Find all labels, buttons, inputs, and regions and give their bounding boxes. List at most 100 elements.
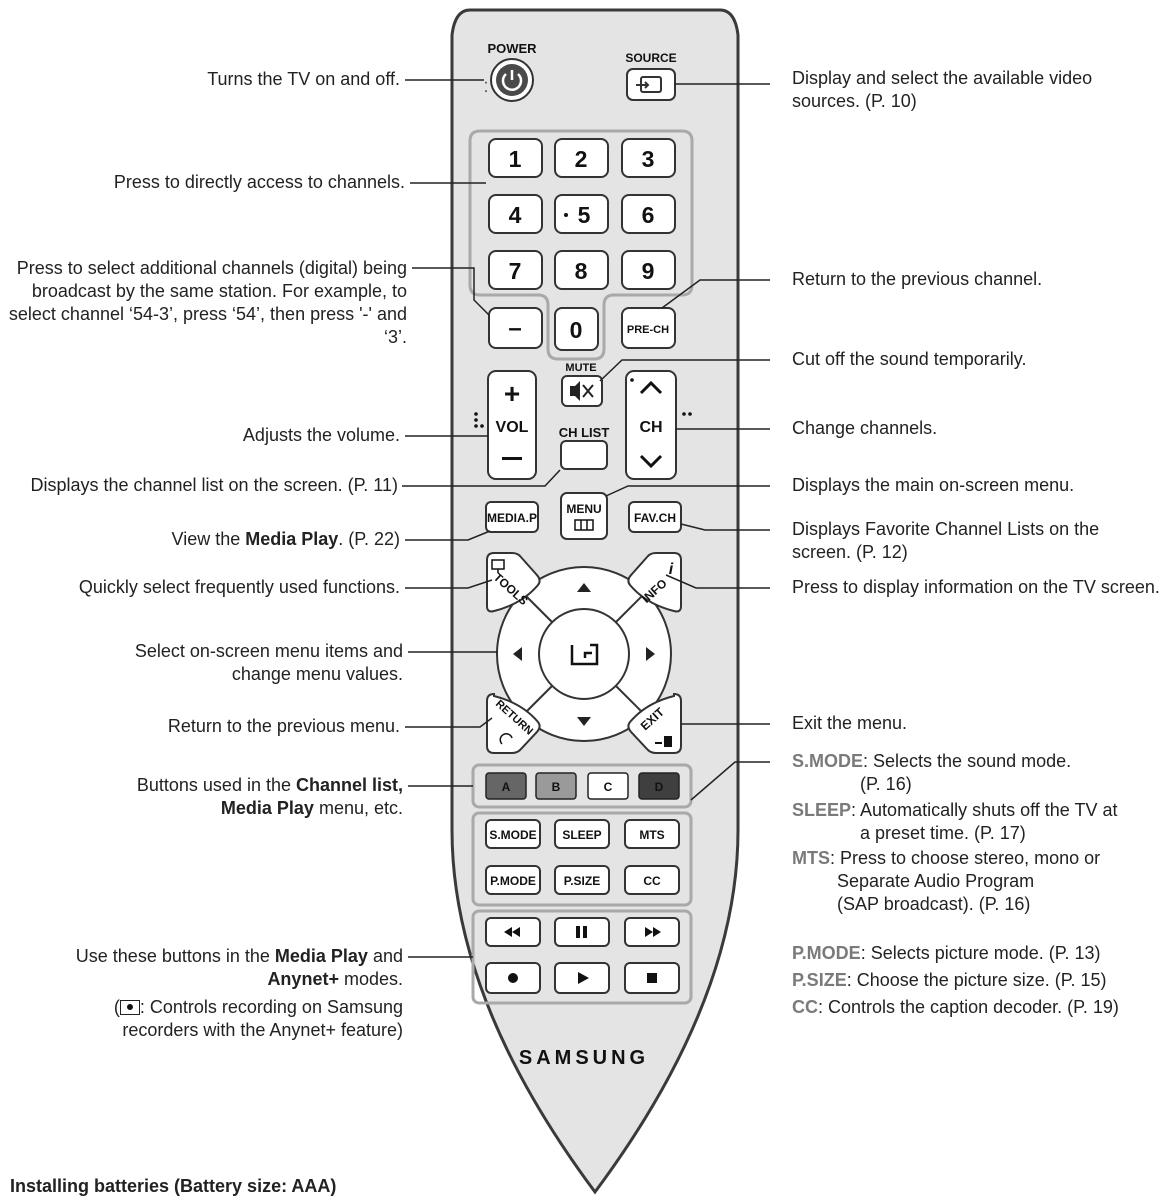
- label-numbers: Press to directly access to channels.: [40, 171, 405, 194]
- pause-icon: [576, 926, 587, 938]
- play-button[interactable]: [554, 962, 610, 994]
- prech-button[interactable]: PRE-CH: [621, 307, 676, 349]
- dpad-sectors: [522, 592, 646, 716]
- label-volume: Adjusts the volume.: [100, 424, 400, 447]
- digit-button-9[interactable]: 9: [621, 250, 676, 290]
- digit-button-7[interactable]: 7: [488, 250, 543, 290]
- label-power: Turns the TV on and off.: [60, 68, 400, 91]
- label-text: : Selects picture mode. (P. 13): [860, 943, 1101, 963]
- pause-button[interactable]: [554, 917, 610, 947]
- label-text: . (P. 22): [338, 529, 400, 549]
- brand-logo: SAMSUNG: [519, 1047, 649, 1069]
- sleep-button[interactable]: SLEEP: [554, 819, 610, 849]
- chlist-button[interactable]: [560, 440, 608, 470]
- tools-icon: [491, 559, 505, 573]
- stop-icon: [647, 973, 657, 983]
- label-favch: Displays Favorite Channel Lists on the s…: [792, 518, 1162, 564]
- favch-label: FAV.CH: [634, 511, 676, 525]
- label-bold: Media Play: [220, 798, 314, 818]
- label-source: Display and select the available video s…: [792, 67, 1162, 113]
- record-glyph-icon: [119, 1000, 140, 1015]
- digit-button-3[interactable]: 3: [621, 138, 676, 178]
- function-label: P.MODE: [490, 874, 536, 888]
- mts-button[interactable]: MTS: [624, 819, 680, 849]
- label-mute: Cut off the sound temporarily.: [792, 348, 1162, 371]
- color-button-b[interactable]: B: [535, 772, 577, 800]
- label-text: Adjusts the volume.: [242, 425, 400, 445]
- label-text: modes.: [338, 969, 403, 989]
- digit-label: 0: [570, 317, 583, 343]
- label-bold: Media Play: [274, 946, 368, 966]
- label-return: Return to the previous menu.: [80, 715, 400, 738]
- right-arrow-icon[interactable]: [646, 647, 655, 661]
- color-button-d[interactable]: D: [638, 772, 680, 800]
- digit-button-6[interactable]: 6: [621, 194, 676, 234]
- mute-icon: [570, 381, 594, 401]
- function-label: P.SIZE: [564, 874, 600, 888]
- digit-button-8[interactable]: 8: [554, 250, 609, 290]
- label-text: menu, etc.: [313, 798, 403, 818]
- label-text: Exit the menu.: [792, 713, 908, 733]
- label-color: Buttons used in the Channel list,Media P…: [100, 774, 403, 820]
- function-label: SLEEP: [562, 828, 601, 842]
- up-arrow-icon[interactable]: [577, 583, 591, 592]
- label-bold: Media Play: [245, 529, 339, 549]
- label-text: Return to the previous menu.: [167, 716, 400, 736]
- digit-button-4[interactable]: 4: [488, 194, 543, 234]
- digit-button-5[interactable]: 5: [554, 194, 609, 234]
- label-text: Cut off the sound temporarily.: [792, 349, 1027, 369]
- label-ch: Change channels.: [792, 417, 1162, 440]
- label-key: SLEEP: [792, 800, 852, 820]
- label-mts-detail: Separate Audio Program (SAP broadcast). …: [837, 870, 1047, 916]
- digit-button-0[interactable]: 0: [554, 307, 599, 351]
- pmode-button[interactable]: P.MODE: [485, 865, 541, 895]
- record-button[interactable]: [485, 962, 541, 994]
- label-text: : Automatically shuts off the TV at: [851, 800, 1118, 820]
- label-cc: CC: Controls the caption decoder. (P. 19…: [792, 996, 1166, 1019]
- label-text: Displays Favorite Channel Lists on the s…: [792, 519, 1100, 562]
- label-key: P.MODE: [792, 943, 861, 963]
- channel-rocker[interactable]: [625, 370, 677, 480]
- label-tools: Quickly select frequently used functions…: [20, 576, 400, 599]
- label-text: Select on-screen menu items and change m…: [134, 641, 403, 684]
- info-button[interactable]: [627, 552, 682, 613]
- favch-button[interactable]: FAV.CH: [628, 501, 682, 533]
- down-arrow-icon[interactable]: [577, 717, 591, 726]
- label-dash: Press to select additional channels (dig…: [5, 257, 407, 349]
- label-info: Press to display information on the TV s…: [792, 576, 1162, 599]
- volume-rocker[interactable]: [487, 370, 537, 480]
- digit-button-1[interactable]: 1: [488, 138, 543, 178]
- label-text: Separate Audio Program (SAP broadcast). …: [837, 871, 1035, 914]
- source-button[interactable]: [626, 68, 676, 101]
- source-icon: [636, 76, 662, 93]
- fastforward-icon: [645, 927, 661, 937]
- tools-button[interactable]: [486, 552, 541, 613]
- smode-button[interactable]: S.MODE: [485, 819, 541, 849]
- color-button-a[interactable]: A: [485, 772, 527, 800]
- prech-label: PRE-CH: [627, 324, 669, 336]
- menu-button[interactable]: MENU: [560, 492, 608, 540]
- leader-lines-right: [599, 83, 770, 801]
- label-mts: MTS: Press to choose stereo, mono or: [792, 847, 1166, 870]
- ch-tactile-dots: [682, 412, 692, 416]
- dash-button[interactable]: –: [488, 307, 543, 349]
- label-menu: Displays the main on-screen menu.: [792, 474, 1162, 497]
- function-label: CC: [643, 874, 661, 888]
- digit-label: 4: [509, 202, 522, 228]
- label-text: Press to display information on the TV s…: [792, 577, 1160, 597]
- mute-button[interactable]: [561, 375, 603, 407]
- cc-button[interactable]: CC: [624, 865, 680, 895]
- mediap-label: MEDIA.P: [487, 511, 537, 525]
- vol-label: VOL: [496, 419, 529, 436]
- left-arrow-icon[interactable]: [513, 647, 522, 661]
- psize-button[interactable]: P.SIZE: [554, 865, 610, 895]
- color-button-c[interactable]: C: [587, 772, 629, 800]
- digit-button-2[interactable]: 2: [554, 138, 609, 178]
- rewind-button[interactable]: [485, 917, 541, 947]
- power-icon: [501, 73, 523, 91]
- fastforward-button[interactable]: [624, 917, 680, 947]
- stop-button[interactable]: [624, 962, 680, 994]
- mediap-button[interactable]: MEDIA.P: [485, 501, 539, 533]
- label-text: View the: [171, 529, 246, 549]
